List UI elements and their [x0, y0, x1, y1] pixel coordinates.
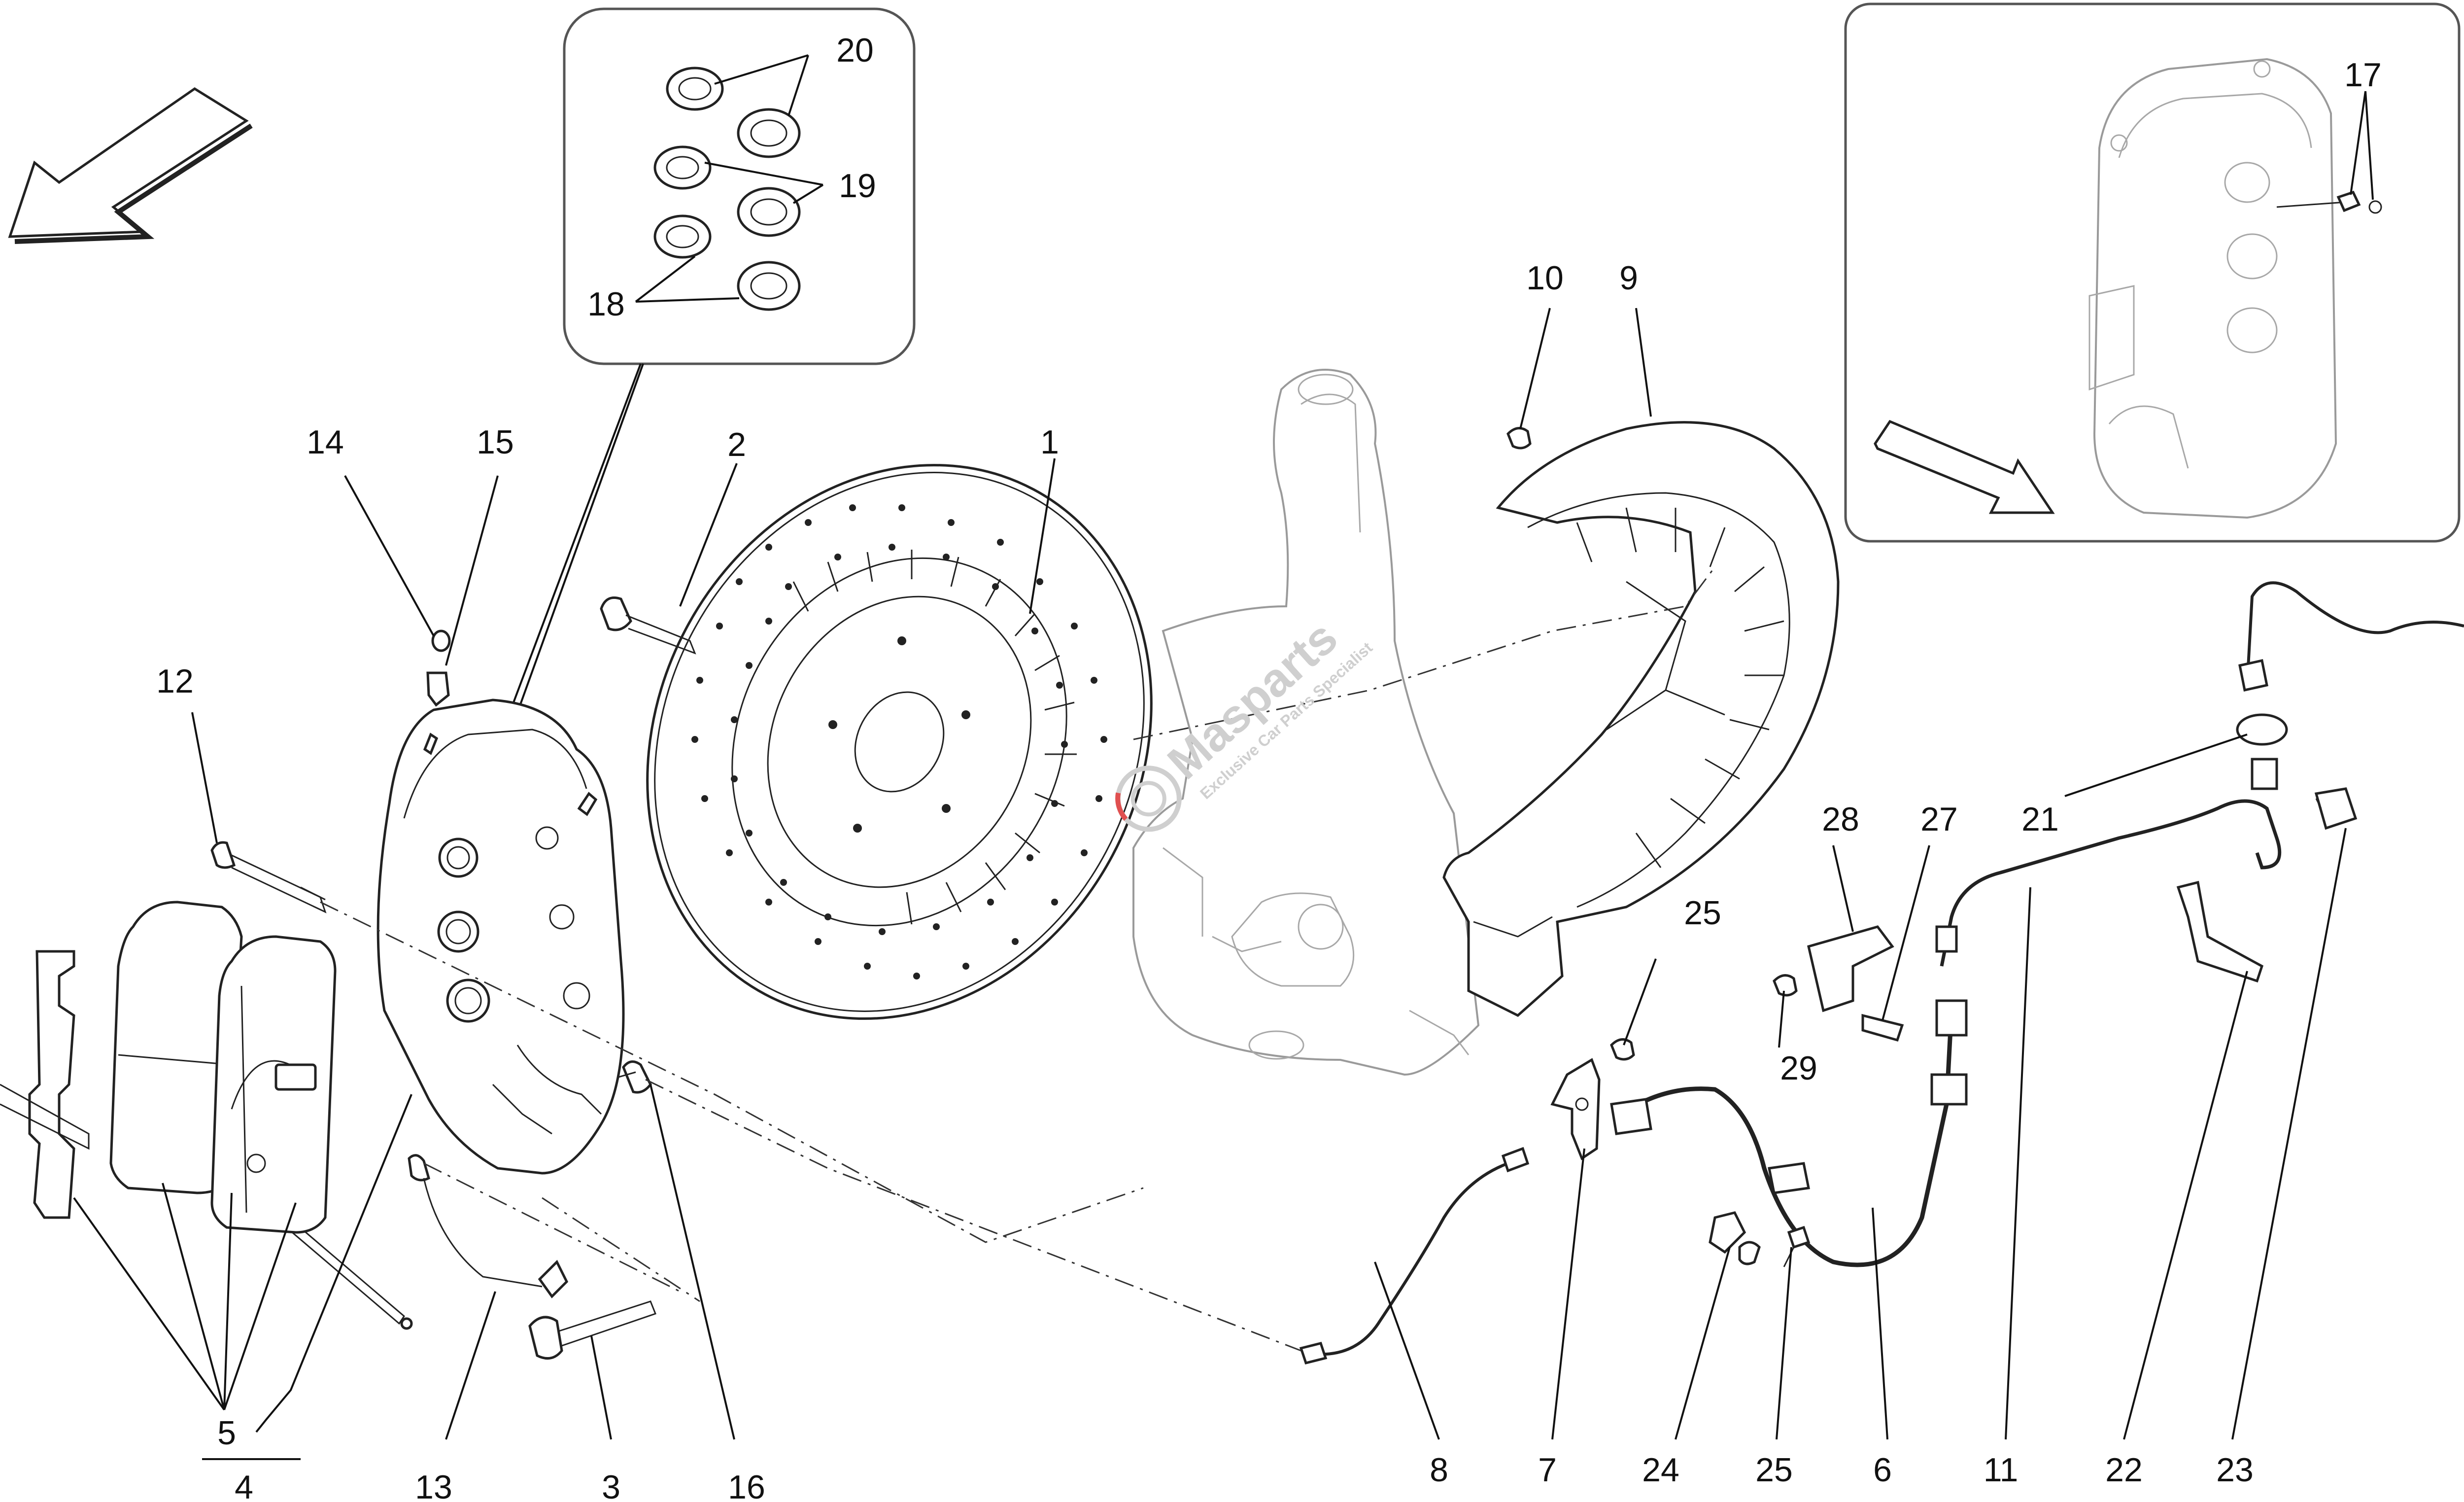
guide-pin — [210, 841, 327, 913]
callout-23: 23 — [2216, 1451, 2254, 1489]
sensor-bracket — [1773, 925, 1904, 1042]
callout-25-upper: 25 — [1684, 894, 1721, 932]
callout-13: 13 — [415, 1468, 452, 1502]
disc-drill-holes — [691, 504, 1107, 979]
caliper-bolt — [600, 596, 696, 655]
callout-18: 18 — [587, 285, 625, 323]
seal-ring — [653, 67, 801, 311]
callout-11: 11 — [1984, 1451, 2019, 1489]
callout-15: 15 — [477, 423, 514, 461]
callout-24: 24 — [1642, 1451, 1679, 1489]
callout-1: 1 — [1040, 423, 1059, 461]
callout-16: 16 — [728, 1468, 765, 1502]
brake-disc — [646, 464, 1153, 1020]
seal-kit-inset — [445, 7, 916, 898]
callout-8: 8 — [1430, 1451, 1448, 1489]
direction-arrow-icon — [8, 87, 253, 244]
hose-clip — [1709, 1211, 1811, 1267]
brake-pad-set — [0, 901, 337, 1234]
abs-sensor — [2176, 787, 2358, 983]
callout-5: 5 — [217, 1414, 236, 1452]
callout-19: 19 — [839, 167, 876, 205]
bracket-bolt — [618, 1060, 652, 1094]
rigid-pipe — [1935, 581, 2464, 967]
caliper-detail-inset — [1844, 2, 2461, 543]
callout-28: 28 — [1822, 801, 1859, 838]
callout-14: 14 — [307, 423, 344, 461]
callout-4: 4 — [235, 1468, 253, 1502]
steering-knuckle — [1132, 369, 1480, 1076]
callout-7: 7 — [1538, 1451, 1557, 1489]
callout-29: 29 — [1780, 1049, 1817, 1087]
wear-sensor — [408, 1154, 569, 1298]
callout-labels: 1 2 3 4 5 6 7 8 9 10 11 12 13 14 15 16 1… — [156, 32, 2382, 1502]
leader-lines — [73, 308, 2347, 1460]
mounting-bolt — [528, 1300, 656, 1360]
callout-9: 9 — [1619, 259, 1638, 297]
shield-bolt — [1506, 427, 1532, 450]
callout-20: 20 — [836, 32, 874, 69]
callout-27: 27 — [1920, 801, 1958, 838]
callout-25-lower: 25 — [1755, 1451, 1793, 1489]
callout-21: 21 — [2021, 801, 2059, 838]
callout-12: 12 — [156, 663, 194, 700]
assembly-centerlines — [320, 566, 1716, 1352]
dust-shield — [1442, 421, 1840, 1017]
disc-vanes — [792, 550, 1077, 925]
brake-hose — [1610, 999, 1968, 1267]
brake-line — [1299, 1147, 1530, 1364]
bleeder-valve — [426, 629, 451, 707]
callout-6: 6 — [1873, 1451, 1892, 1489]
callout-10: 10 — [1526, 259, 1564, 297]
callout-17: 17 — [2344, 56, 2382, 94]
callout-22: 22 — [2105, 1451, 2143, 1489]
hose-bracket — [1550, 1038, 1635, 1160]
callout-2: 2 — [727, 426, 746, 463]
callout-3: 3 — [602, 1468, 620, 1502]
brake-caliper — [376, 699, 625, 1175]
